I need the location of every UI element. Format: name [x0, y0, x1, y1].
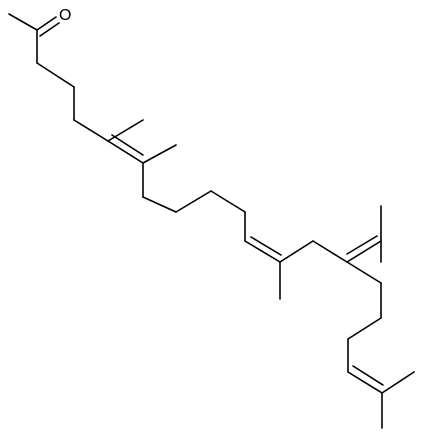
bond-c15-c16	[312, 240, 348, 263]
bond-c14-c15	[279, 240, 314, 263]
bond-c22-c23-double-a	[347, 371, 383, 394]
bond-c3-c4	[36, 62, 75, 88]
bond-c7-c8-double-a	[107, 140, 144, 164]
bond-c16-c17-double-b	[346, 235, 378, 255]
bond-c8-methyl	[142, 144, 177, 164]
bond-c20-c21	[347, 317, 382, 340]
bond-c5-c6	[73, 119, 109, 142]
bond-c16-c17-double-a	[346, 240, 382, 263]
bond-c2-o-double-b	[39, 22, 60, 37]
bond-c18-c19	[346, 261, 382, 284]
bond-c9-c10	[142, 196, 177, 213]
bond-c7-c8-double-b	[111, 134, 144, 156]
bond-c10-c11	[175, 190, 212, 213]
bond-c23-methyl-a	[381, 371, 415, 394]
bond-c13-c14-double-b	[250, 236, 282, 256]
bond-c6-c7	[107, 119, 144, 142]
bond-c13-c14	[244, 240, 281, 263]
bond-c11-c12	[210, 190, 246, 213]
bond-c22-c23-double-b	[352, 365, 384, 386]
bond-c1-c2	[8, 13, 38, 31]
bond-c2-o-double-a	[36, 16, 57, 31]
oxygen-atom-label: O	[59, 7, 71, 24]
